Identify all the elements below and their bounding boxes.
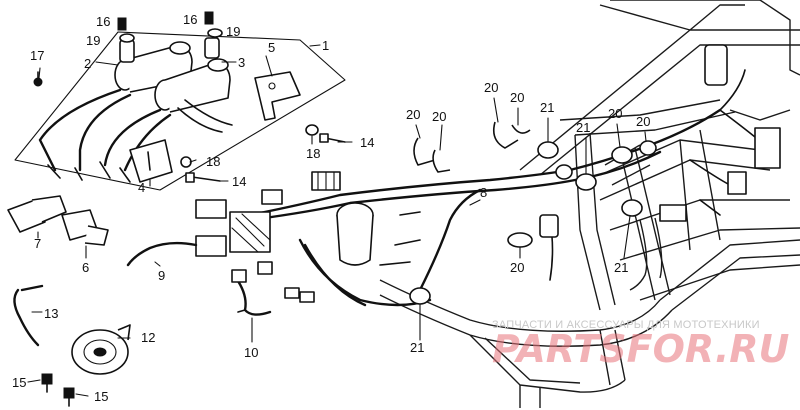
callout-20-g: 20: [510, 260, 524, 275]
callout-20-a: 20: [406, 107, 420, 122]
callout-16-a: 16: [96, 14, 110, 29]
callout-10: 10: [244, 345, 258, 360]
bolt-15-b: [63, 387, 75, 407]
watermark-logo: PARTSFOR.RU: [492, 327, 790, 371]
callout-14-upper: 14: [360, 135, 374, 150]
callout-4: 4: [138, 180, 145, 195]
callout-19-a: 19: [86, 33, 100, 48]
harness-connector: [311, 171, 341, 191]
ignition-coil-assembly: [14, 31, 346, 191]
callout-2: 2: [84, 56, 91, 71]
callout-1: 1: [322, 38, 329, 53]
callout-21-a: 21: [540, 100, 554, 115]
callout-20-e: 20: [608, 106, 622, 121]
callout-13: 13: [44, 306, 58, 321]
callout-9: 9: [158, 268, 165, 283]
callout-15-b: 15: [94, 389, 108, 404]
bolt-14-upper: [305, 124, 346, 143]
callout-12: 12: [141, 330, 155, 345]
spark-plug-cap-7: [7, 195, 67, 233]
horn-12: [71, 324, 131, 375]
lead-10: [231, 269, 315, 316]
callout-20-c: 20: [484, 80, 498, 95]
callout-5: 5: [268, 40, 275, 55]
sub-harness-9: [126, 189, 283, 275]
spark-plug-cap-6: [61, 209, 109, 246]
callout-3: 3: [238, 55, 245, 70]
callout-20-f: 20: [636, 114, 650, 129]
callout-15-a: 15: [12, 375, 26, 390]
housing: [336, 202, 374, 266]
callout-labels: 1 2 3 4 5 6 7 8 9 10 12 13 14 14 15 15 1…: [12, 12, 650, 404]
frame: [379, 0, 800, 408]
bracket-5: [254, 71, 301, 121]
callout-7: 7: [34, 236, 41, 251]
tube-13: [13, 284, 44, 347]
watermark-tagline: ЗАПЧАСТИ И АКСЕССУАРЫ ДЛЯ МОТОТЕХНИКИ: [492, 319, 760, 331]
callout-6: 6: [82, 260, 89, 275]
bolt-14-lower: [180, 156, 221, 183]
main-wiring-harness: [248, 69, 771, 307]
callout-18-upper: 18: [306, 146, 320, 161]
callout-21-d: 21: [410, 340, 424, 355]
leader-lines: [27, 44, 647, 397]
bolt-15-a: [41, 373, 53, 393]
watermark: ЗАПЧАСТИ И АКСЕССУАРЫ ДЛЯ МОТОТЕХНИКИ PA…: [492, 319, 790, 371]
coil-hardware: [33, 11, 223, 87]
callout-16-b: 16: [183, 12, 197, 27]
callout-20-b: 20: [432, 109, 446, 124]
callout-14-lower: 14: [232, 174, 246, 189]
callout-8: 8: [480, 185, 487, 200]
callout-21-b: 21: [576, 120, 590, 135]
callout-20-d: 20: [510, 90, 524, 105]
callout-19-b: 19: [226, 24, 240, 39]
clamps: [409, 121, 657, 305]
callout-21-c: 21: [614, 260, 628, 275]
callout-18-lower: 18: [206, 154, 220, 169]
callout-17: 17: [30, 48, 44, 63]
right-connectors: [539, 44, 781, 238]
